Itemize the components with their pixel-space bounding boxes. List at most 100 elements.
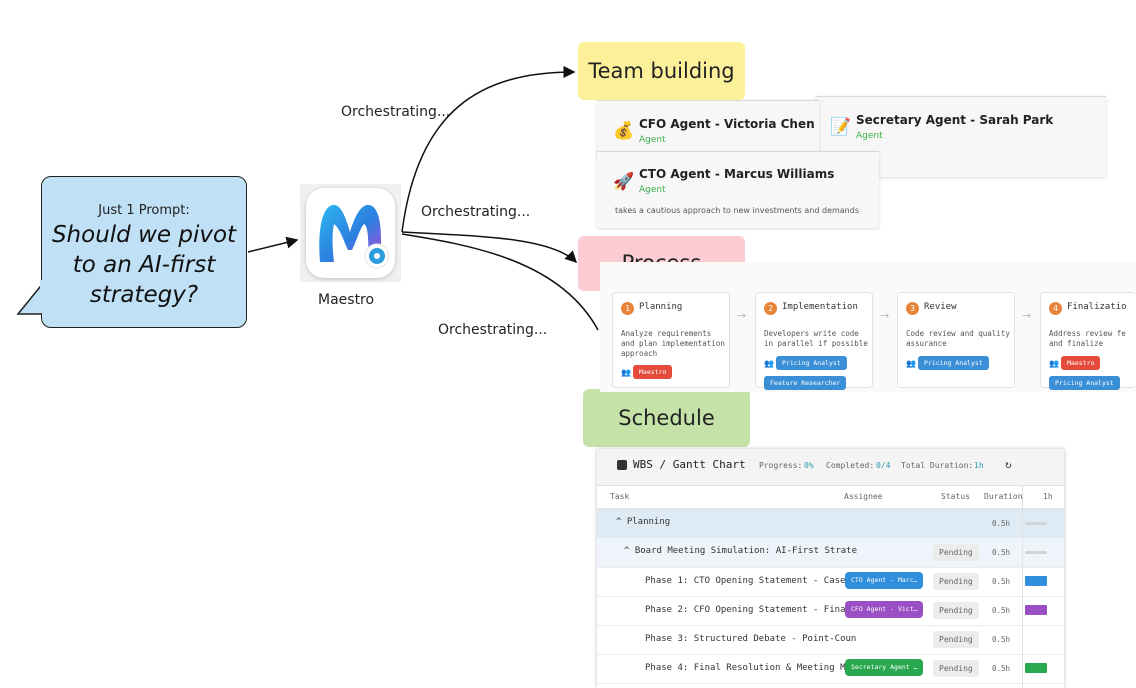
money-bag-icon: 💰 (613, 121, 635, 141)
assignee-chip: Pricing Analyst (776, 356, 847, 370)
arrow-right-icon: → (880, 309, 890, 322)
prompt-line: to an AI-first (72, 252, 216, 278)
gantt-panel: WBS / Gantt Chart Progress: 0% Completed… (597, 449, 1064, 688)
assignee-chip: Maestro (633, 365, 673, 379)
status-badge: Pending (933, 660, 979, 677)
assignee-chip: Maestro (1061, 356, 1101, 370)
maestro-to-schedule-arrow (401, 233, 599, 331)
prompt-subtitle: Just 1 Prompt: (98, 203, 190, 218)
task-duration: 0.5h (992, 606, 1011, 615)
gantt-row[interactable]: ^ Planning 0.5h (597, 509, 1064, 539)
completed-value: 0/4 (876, 461, 891, 470)
maestro-to-team-arrow (401, 66, 576, 233)
gantt-bar (1025, 522, 1047, 525)
maestro-m-icon (319, 204, 390, 269)
completed-label: Completed: (826, 461, 875, 470)
gantt-bar (1025, 576, 1047, 586)
bubble-tail-cover (40, 280, 46, 313)
duration-value: 1h (974, 461, 984, 470)
gantt-header: WBS / Gantt Chart Progress: 0% Completed… (597, 449, 1064, 486)
agent-role: Agent (856, 131, 883, 141)
process-step-finalization[interactable]: 4 Finalizatio Address review fe and fina… (1040, 292, 1136, 390)
col-timeline: 1h (1043, 492, 1053, 501)
process-step-implementation[interactable]: 2 Implementation Developers write code i… (755, 292, 873, 390)
gantt-bar (1025, 663, 1047, 673)
step-title: Finalizatio (1067, 302, 1127, 312)
assignee-pill: CFO Agent - Vict… (845, 601, 923, 618)
agent-card-cfo[interactable]: 💰 CFO Agent - Victoria Chen Agent (597, 100, 819, 156)
assignee-pill: Secretary Agent … (845, 659, 923, 676)
agent-role: Agent (639, 135, 666, 145)
process-step-planning[interactable]: 1 Planning Analyze requirements and plan… (612, 292, 730, 388)
tag-schedule: Schedule (583, 389, 750, 447)
prompt-bubble: Just 1 Prompt: Should we pivot to an AI-… (41, 176, 247, 328)
task-name: Phase 3: Structured Debate - Point-Coun (645, 634, 857, 644)
step-description: Address review fe and finalize (1049, 329, 1126, 348)
gantt-row[interactable]: Phase 4: Final Resolution & Meeting Min … (597, 654, 1064, 684)
tag-team-building: Team building (578, 42, 745, 100)
agent-role: Agent (639, 185, 666, 195)
task-duration: 0.5h (992, 577, 1011, 586)
prompt-question: Should we pivot to an AI-first strategy? (42, 220, 246, 310)
maestro-logo (300, 184, 401, 282)
refresh-icon[interactable]: ↻ (1005, 458, 1012, 471)
progress-value: 0% (804, 461, 814, 470)
arrow-right-icon: → (737, 309, 747, 322)
gantt-row[interactable]: Phase 2: CFO Opening Statement - Financ … (597, 596, 1064, 626)
step-description: Analyze requirements and plan implementa… (621, 329, 725, 358)
assignee-chip: Feature Researcher (764, 376, 847, 390)
timeline-divider (1022, 508, 1023, 688)
agent-name: CTO Agent - Marcus Williams (639, 167, 835, 181)
chart-icon (617, 460, 627, 470)
maestro-to-process-arrow (401, 231, 578, 264)
people-icon: 👥 (1049, 359, 1059, 368)
status-badge: Pending (933, 602, 979, 619)
agent-name: Secretary Agent - Sarah Park (856, 113, 1054, 127)
step-number: 2 (764, 302, 777, 315)
orchestrating-label-team: Orchestrating... (341, 104, 451, 120)
col-duration: Duration (984, 492, 1023, 501)
status-badge: Pending (933, 631, 979, 648)
gantt-row[interactable]: Phase 1: CTO Opening Statement - Case f … (597, 567, 1064, 597)
agent-name: CFO Agent - Victoria Chen (639, 117, 815, 131)
task-duration: 0.5h (992, 519, 1011, 528)
step-title: Implementation (782, 302, 858, 312)
step-number: 1 (621, 302, 634, 315)
col-task: Task (610, 492, 630, 501)
task-name: Phase 1: CTO Opening Statement - Case f (645, 576, 857, 586)
memo-icon: 📝 (830, 117, 852, 137)
status-badge: Pending (933, 544, 979, 561)
timeline-divider (1022, 486, 1023, 508)
gantt-bar (1025, 605, 1047, 615)
step-title: Review (924, 302, 957, 312)
orchestrating-label-schedule: Orchestrating... (438, 322, 548, 338)
people-icon: 👥 (621, 368, 631, 377)
task-duration: 0.5h (992, 664, 1011, 673)
step-number: 3 (906, 302, 919, 315)
people-icon: 👥 (906, 359, 916, 368)
people-icon: 👥 (764, 359, 774, 368)
task-duration: 0.5h (992, 635, 1011, 644)
task-duration: 0.5h (992, 548, 1011, 557)
col-status: Status (941, 492, 970, 501)
agent-description-fragment: takes a cautious approach to new investm… (615, 206, 859, 215)
assignee-chip: Pricing Analyst (1049, 376, 1120, 390)
task-name: ^ Board Meeting Simulation: AI-First Str… (624, 546, 857, 556)
assignee-chip: Pricing Analyst (918, 356, 989, 370)
duration-label: Total Duration: (901, 461, 974, 470)
assignee-pill: CTO Agent - Marc… (845, 572, 923, 589)
status-badge: Pending (933, 573, 979, 590)
gantt-bar (1025, 551, 1047, 554)
gantt-title: WBS / Gantt Chart (633, 458, 746, 471)
bubble-tail (16, 281, 45, 315)
step-number: 4 (1049, 302, 1062, 315)
gantt-row[interactable]: Phase 3: Structured Debate - Point-Coun … (597, 625, 1064, 655)
orchestrating-label-process: Orchestrating... (421, 204, 531, 220)
task-name: Phase 2: CFO Opening Statement - Financ (645, 605, 857, 615)
process-step-review[interactable]: 3 Review Code review and quality assuran… (897, 292, 1015, 388)
gantt-row[interactable]: ^ Board Meeting Simulation: AI-First Str… (597, 538, 1064, 568)
agent-card-cto[interactable]: 🚀 CTO Agent - Marcus Williams Agent take… (597, 151, 879, 228)
step-title: Planning (639, 302, 683, 312)
progress-label: Progress: (759, 461, 803, 470)
